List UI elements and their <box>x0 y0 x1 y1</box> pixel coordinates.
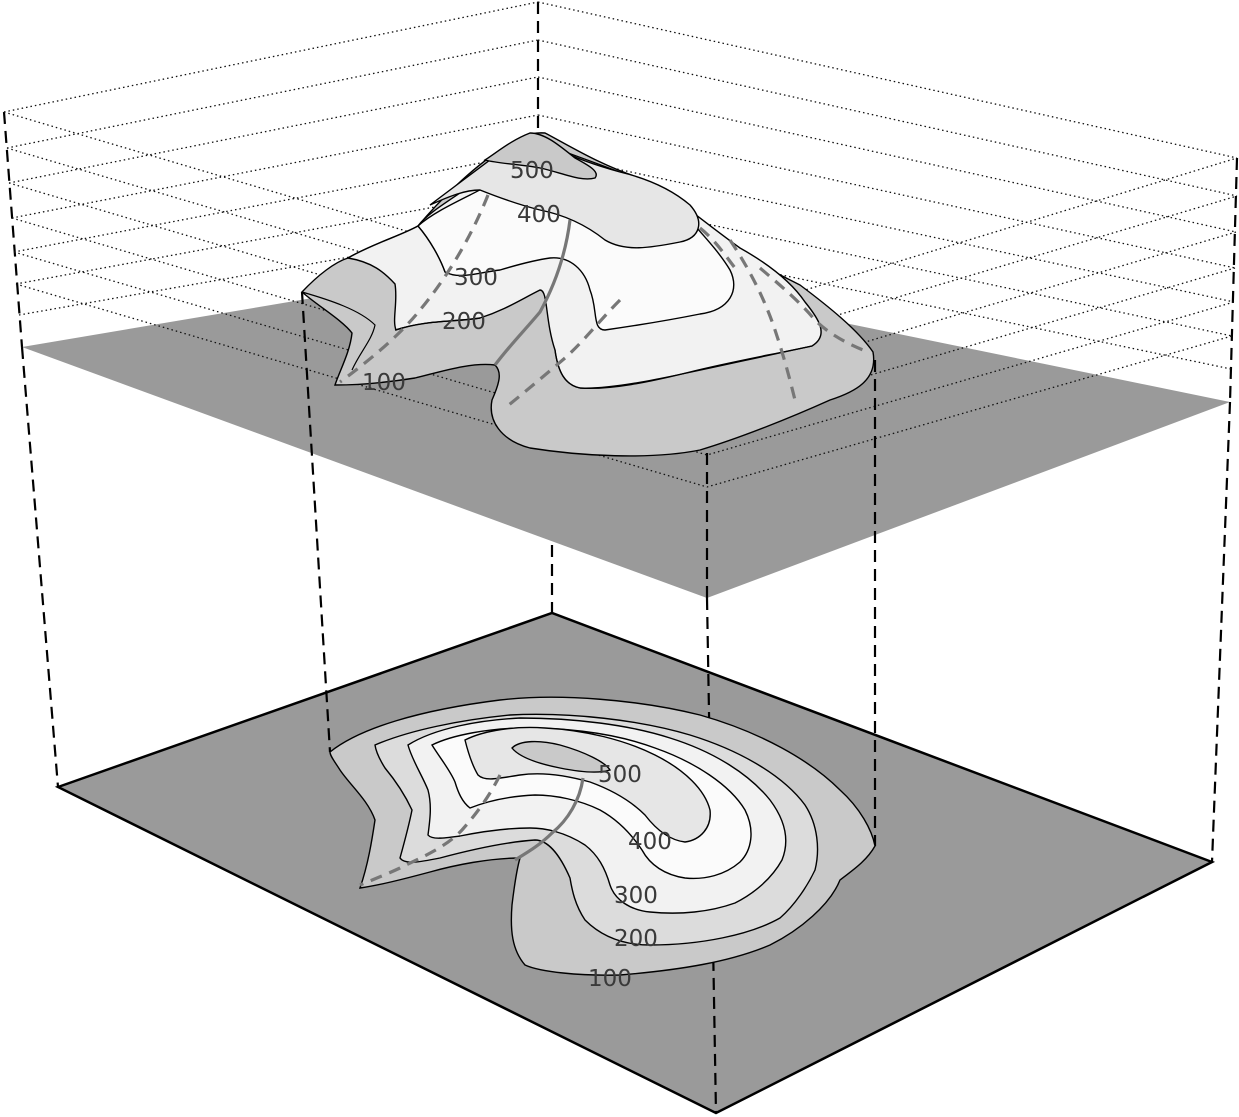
map-label-500: 500 <box>598 762 642 788</box>
map-contours <box>329 696 876 976</box>
terrain-label-500: 500 <box>510 158 554 184</box>
terrain-label-100: 100 <box>362 370 406 396</box>
map-ridge-lines <box>359 774 585 887</box>
terrain-3d-labels: 500 400 300 200 100 <box>362 158 561 396</box>
ridge-line-dashed-right-a <box>728 239 797 401</box>
ridge-line-dashed-right-b <box>758 266 869 354</box>
map-label-300: 300 <box>614 883 658 909</box>
map-label-400: 400 <box>628 829 672 855</box>
terrain-3d <box>300 132 875 457</box>
terrain-3d-ridge-lines <box>339 194 869 410</box>
ridge-line-solid <box>493 219 572 366</box>
map-label-100: 100 <box>588 966 632 992</box>
map-label-200: 200 <box>614 926 658 952</box>
map-contour-500 <box>511 740 612 773</box>
ridge-line-dashed-center <box>504 298 622 410</box>
terrain-3d-contours <box>301 225 813 389</box>
map-ridge-solid <box>514 777 585 862</box>
terrain-label-300: 300 <box>454 265 498 291</box>
ridge-line-dashed-left <box>339 194 490 384</box>
map-labels: 500 400 300 200 100 <box>588 762 672 992</box>
terrain-label-400: 400 <box>517 202 561 228</box>
map-ridge-dashed <box>359 774 502 887</box>
terrain-label-200: 200 <box>442 309 486 335</box>
ridge-line-dashed-top <box>699 226 737 269</box>
terrain-band-500 <box>483 132 597 180</box>
